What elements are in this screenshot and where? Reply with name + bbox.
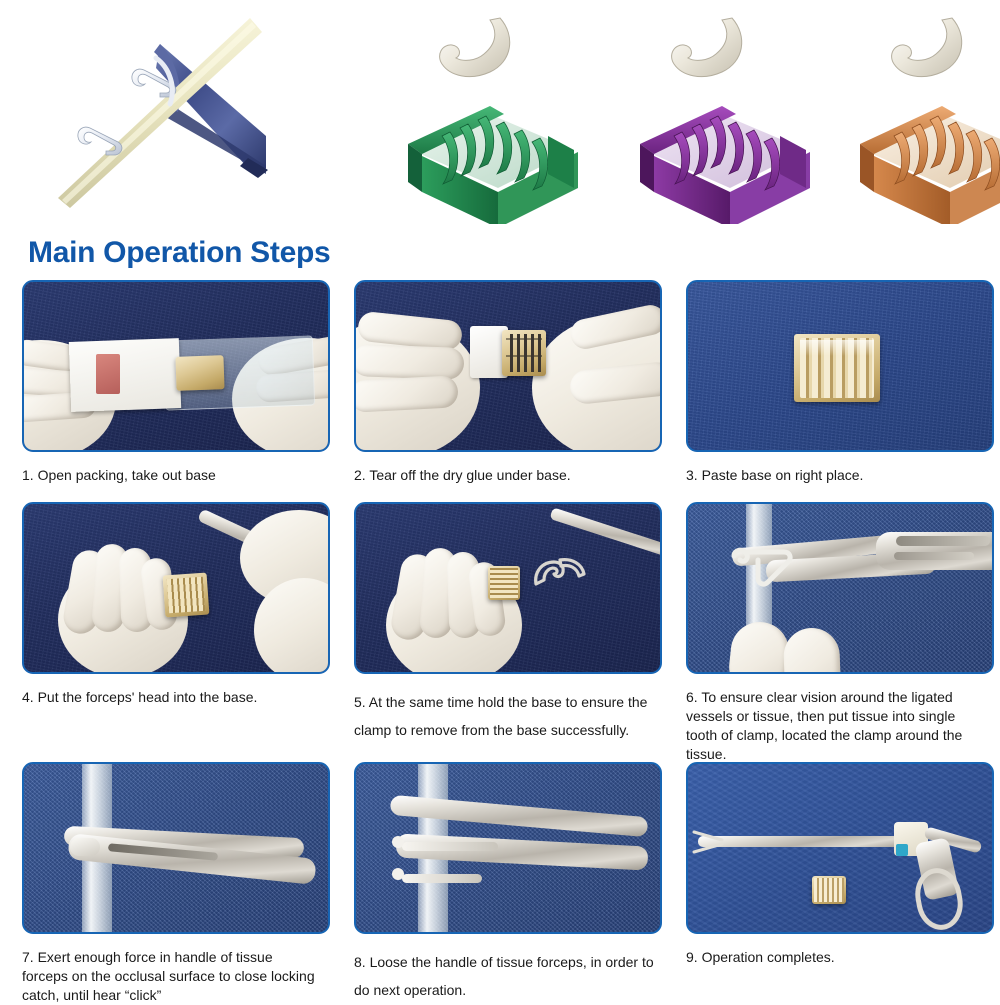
step-6: 6. To ensure clear vision around the lig… (686, 502, 996, 764)
step-3-photo-frame (686, 280, 994, 452)
step-2: 2. Tear off the dry glue under base. (354, 280, 664, 485)
step-8: 8. Loose the handle of tissue forceps, i… (354, 762, 664, 1004)
step-5-caption: 5. At the same time hold the base to ens… (354, 694, 648, 738)
step-2-photo-frame (354, 280, 662, 452)
step-8-photo-frame (354, 762, 662, 934)
page-title: Main Operation Steps (28, 236, 331, 269)
clip-icon (671, 17, 743, 78)
cartridge-group-orange (850, 14, 1000, 228)
step-1-photo (24, 282, 328, 450)
clip-icon (439, 17, 511, 78)
step-2-caption: 2. Tear off the dry glue under base. (354, 467, 571, 483)
step-4-caption: 4. Put the forceps' head into the base. (22, 689, 258, 705)
step-9-caption: 9. Operation completes. (686, 949, 835, 965)
step-9-photo-frame (686, 762, 994, 934)
operation-steps-grid: 1. Open packing, take out base 2. Tear o… (0, 280, 1000, 1005)
step-1-photo-frame (22, 280, 330, 452)
step-9-photo (688, 764, 992, 932)
step-4: 4. Put the forceps' head into the base. (22, 502, 332, 707)
steps-row-1: 1. Open packing, take out base 2. Tear o… (0, 280, 1000, 502)
step-6-caption: 6. To ensure clear vision around the lig… (686, 689, 963, 762)
step-2-photo (356, 282, 660, 450)
step-7-caption: 7. Exert enough force in handle of tissu… (22, 949, 315, 1003)
step-8-photo (356, 764, 660, 932)
cartridge-body-orange (850, 96, 1000, 228)
clip-icon (891, 17, 963, 78)
step-3: 3. Paste base on right place. (686, 280, 996, 485)
cartridge-body-green (398, 96, 588, 228)
applicator-svg (58, 18, 268, 208)
step-3-caption: 3. Paste base on right place. (686, 467, 864, 483)
step-5-photo (356, 504, 660, 672)
step-7-photo (24, 764, 328, 932)
steps-row-3: 7. Exert enough force in handle of tissu… (0, 762, 1000, 1005)
step-5: 5. At the same time hold the base to ens… (354, 502, 664, 744)
step-4-photo-frame (22, 502, 330, 674)
single-clip-green-set (428, 14, 548, 96)
step-9: 9. Operation completes. (686, 762, 996, 967)
step-3-photo (688, 282, 992, 450)
single-clip-purple-set (660, 14, 780, 96)
product-showcase (0, 0, 1000, 232)
step-7-photo-frame (22, 762, 330, 934)
steps-row-2: 4. Put the forceps' head into the base. (0, 502, 1000, 762)
cartridge-group-purple (630, 14, 830, 228)
cartridge-group-green (398, 14, 598, 228)
clip-on-tissue-icon (731, 547, 793, 587)
step-6-photo (688, 504, 992, 672)
step-7: 7. Exert enough force in handle of tissu… (22, 762, 332, 1005)
single-clip-orange-set (880, 14, 1000, 96)
clamp-jaw-icon (534, 558, 586, 586)
step-8-caption: 8. Loose the handle of tissue forceps, i… (354, 954, 654, 998)
step-5-photo-frame (354, 502, 662, 674)
step-6-photo-frame (686, 502, 994, 674)
cartridge-body-purple (630, 96, 820, 228)
forceps-tip-icon (692, 830, 724, 854)
clip-applicator-illustration (52, 8, 322, 208)
step-1-caption: 1. Open packing, take out base (22, 467, 216, 483)
step-1: 1. Open packing, take out base (22, 280, 332, 485)
step-4-photo (24, 504, 328, 672)
